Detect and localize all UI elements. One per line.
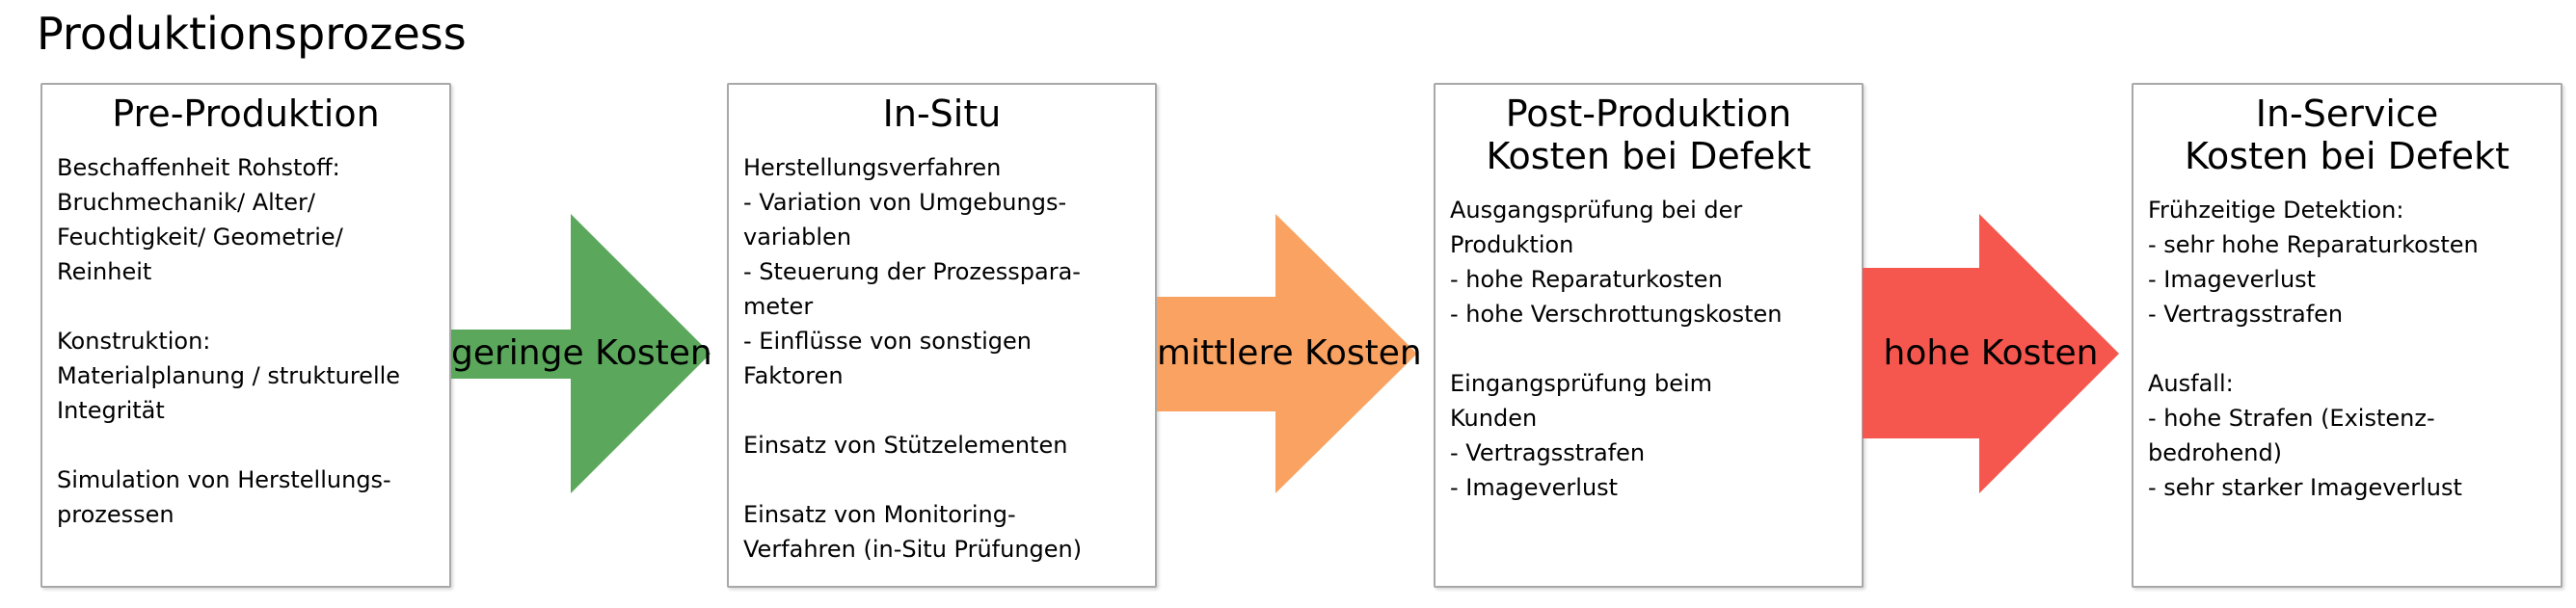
arrow-label: hohe Kosten [1883,333,2099,374]
text-line: - hohe Verschrottungskosten [1450,301,1783,328]
text-line: Feuchtigkeit/ Geometrie/ [57,224,343,251]
text-line: Beschaffenheit Rohstoff: [57,154,340,181]
text-line [57,428,440,463]
text-line: - Vertragsstrafen [2148,301,2344,328]
stage-box-in-situ: In-Situ Herstellungsverfahren - Variation… [727,83,1157,588]
box-subtitle-text: Kosten bei Defekt [2185,135,2509,177]
text-line: Materialplanung / strukturelle [57,362,401,389]
box-title: Post-Produktion Kosten bei Defekt [1436,93,1862,177]
text-line: - Imageverlust [2148,266,2317,293]
arrow-hohe-kosten: hohe Kosten [1863,214,2119,493]
text-line: Verfahren (in-Situ Prüfungen) [743,536,1083,563]
text-line [743,463,1145,497]
arrow-geringe-kosten: geringe Kosten [451,214,712,493]
text-line: Ausfall: [2148,370,2234,397]
box-body: Beschaffenheit Rohstoff: Bruchmechanik/ A… [57,150,440,532]
text-line [2148,331,2551,366]
right-arrow-shape [451,214,711,493]
text-line [1450,331,1852,366]
text-line: Integrität [57,397,165,424]
text-line: meter [743,293,814,320]
box-title-text: Post-Produktion [1505,93,1792,135]
right-arrow-shape [1863,214,2119,493]
right-arrow-shape [1157,214,1417,493]
box-title-text: Pre-Produktion [112,93,380,135]
text-line: - Einflüsse von sonstigen [743,328,1032,355]
box-subtitle-text: Kosten bei Defekt [1486,135,1811,177]
arrow-label: geringe Kosten [451,333,712,374]
arrow-mittlere-kosten: mittlere Kosten [1157,214,1422,493]
text-line: Frühzeitige Detektion: [2148,197,2404,224]
text-line: - Variation von Umgebungs- [743,189,1067,216]
arrow-label: mittlere Kosten [1157,333,1422,374]
text-line: bedrohend) [2148,439,2283,466]
text-line: Produktion [1450,231,1574,258]
stage-box-post-produktion: Post-Produktion Kosten bei Defekt Ausgan… [1434,83,1864,588]
stage-box-in-service: In-Service Kosten bei Defekt Frühzeitige… [2132,83,2563,588]
box-body: Herstellungsverfahren - Variation von Umg… [743,150,1145,567]
text-line: Simulation von Herstellungs- [57,466,391,493]
text-line: Faktoren [743,362,844,389]
text-line: - Steuerung der Prozesspara- [743,258,1081,285]
text-line: Konstruktion: [57,328,211,355]
page-title: Produktionsprozess [37,8,467,60]
text-line: Herstellungsverfahren [743,154,1002,181]
box-title: In-Service Kosten bei Defekt [2133,93,2561,177]
text-line: - sehr hohe Reparaturkosten [2148,231,2479,258]
box-body: Frühzeitige Detektion: - sehr hohe Repara… [2148,193,2551,505]
box-title-text: In-Service [2255,93,2439,135]
text-line: Reinheit [57,258,152,285]
text-line: - Vertragsstrafen [1450,439,1646,466]
text-line: Ausgangsprüfung bei der [1450,197,1743,224]
text-line: - hohe Strafen (Existenz- [2148,405,2435,432]
box-title: In-Situ [729,93,1155,135]
text-line: variablen [743,224,852,251]
text-line: - Imageverlust [1450,474,1619,501]
text-line [57,289,440,324]
text-line: Einsatz von Stützelementen [743,432,1068,459]
text-line: - sehr starker Imageverlust [2148,474,2462,501]
text-line: Kunden [1450,405,1538,432]
text-line: - hohe Reparaturkosten [1450,266,1723,293]
text-line [743,393,1145,428]
box-title: Pre-Produktion [42,93,449,135]
text-line: Bruchmechanik/ Alter/ [57,189,315,216]
stage-box-pre-produktion: Pre-Produktion Beschaffenheit Rohstoff:B… [40,83,451,588]
text-line: prozessen [57,501,174,528]
text-line: Einsatz von Monitoring- [743,501,1016,528]
box-title-text: In-Situ [882,93,1002,135]
text-line: Eingangsprüfung beim [1450,370,1713,397]
